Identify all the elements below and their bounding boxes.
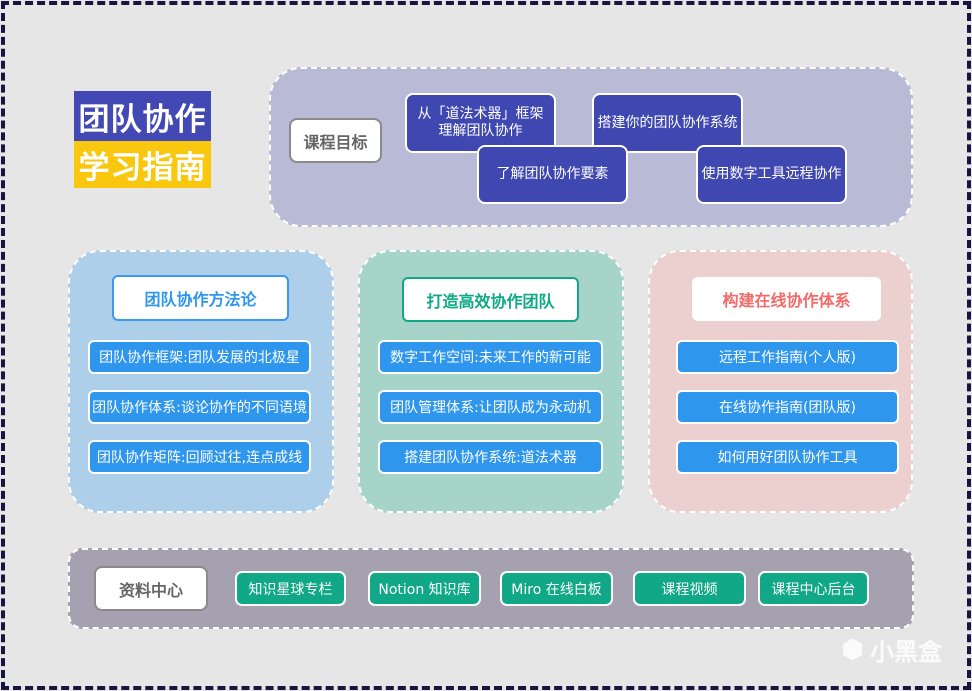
title-line-2: 学习指南: [74, 141, 211, 188]
section-heading: 构建在线协作体系: [692, 277, 881, 321]
watermark-text: 小黑盒: [870, 638, 942, 666]
section-item: 如何用好团队协作工具: [676, 440, 899, 474]
section-item: 团队协作框架:团队发展的北极星: [88, 340, 311, 374]
watermark: ⬢小黑盒: [841, 632, 942, 667]
section-item: 数字工作空间:未来工作的新可能: [378, 340, 603, 374]
resource-course-admin[interactable]: 课程中心后台: [758, 571, 869, 606]
section-heading: 打造高效协作团队: [402, 277, 579, 322]
section-item: 搭建团队协作系统:道法术器: [378, 440, 603, 474]
section-item: 团队管理体系:让团队成为永动机: [378, 390, 603, 424]
resources-label: 资料中心: [94, 566, 208, 611]
section-item: 团队协作体系:谈论协作的不同语境: [88, 390, 311, 424]
resource-knowledge-planet[interactable]: 知识星球专栏: [235, 571, 346, 606]
section-item: 在线协作指南(团队版): [676, 390, 899, 424]
goal-item: 从「道法术器」框架理解团队协作: [405, 93, 556, 153]
goals-label: 课程目标: [289, 118, 382, 163]
resource-notion[interactable]: Notion 知识库: [368, 571, 481, 606]
goal-item: 搭建你的团队协作系统: [592, 93, 743, 153]
section-item: 团队协作矩阵:回顾过往,连点成线: [88, 440, 311, 474]
resource-course-videos[interactable]: 课程视频: [633, 571, 746, 606]
goal-item: 使用数字工具远程协作: [696, 145, 847, 204]
section-item: 远程工作指南(个人版): [676, 340, 899, 374]
title-line-1: 团队协作: [74, 91, 211, 141]
watermark-logo-icon: ⬢: [841, 634, 864, 665]
resource-miro[interactable]: Miro 在线白板: [500, 571, 613, 606]
goal-item: 了解团队协作要素: [477, 145, 628, 204]
section-heading: 团队协作方法论: [112, 275, 289, 321]
